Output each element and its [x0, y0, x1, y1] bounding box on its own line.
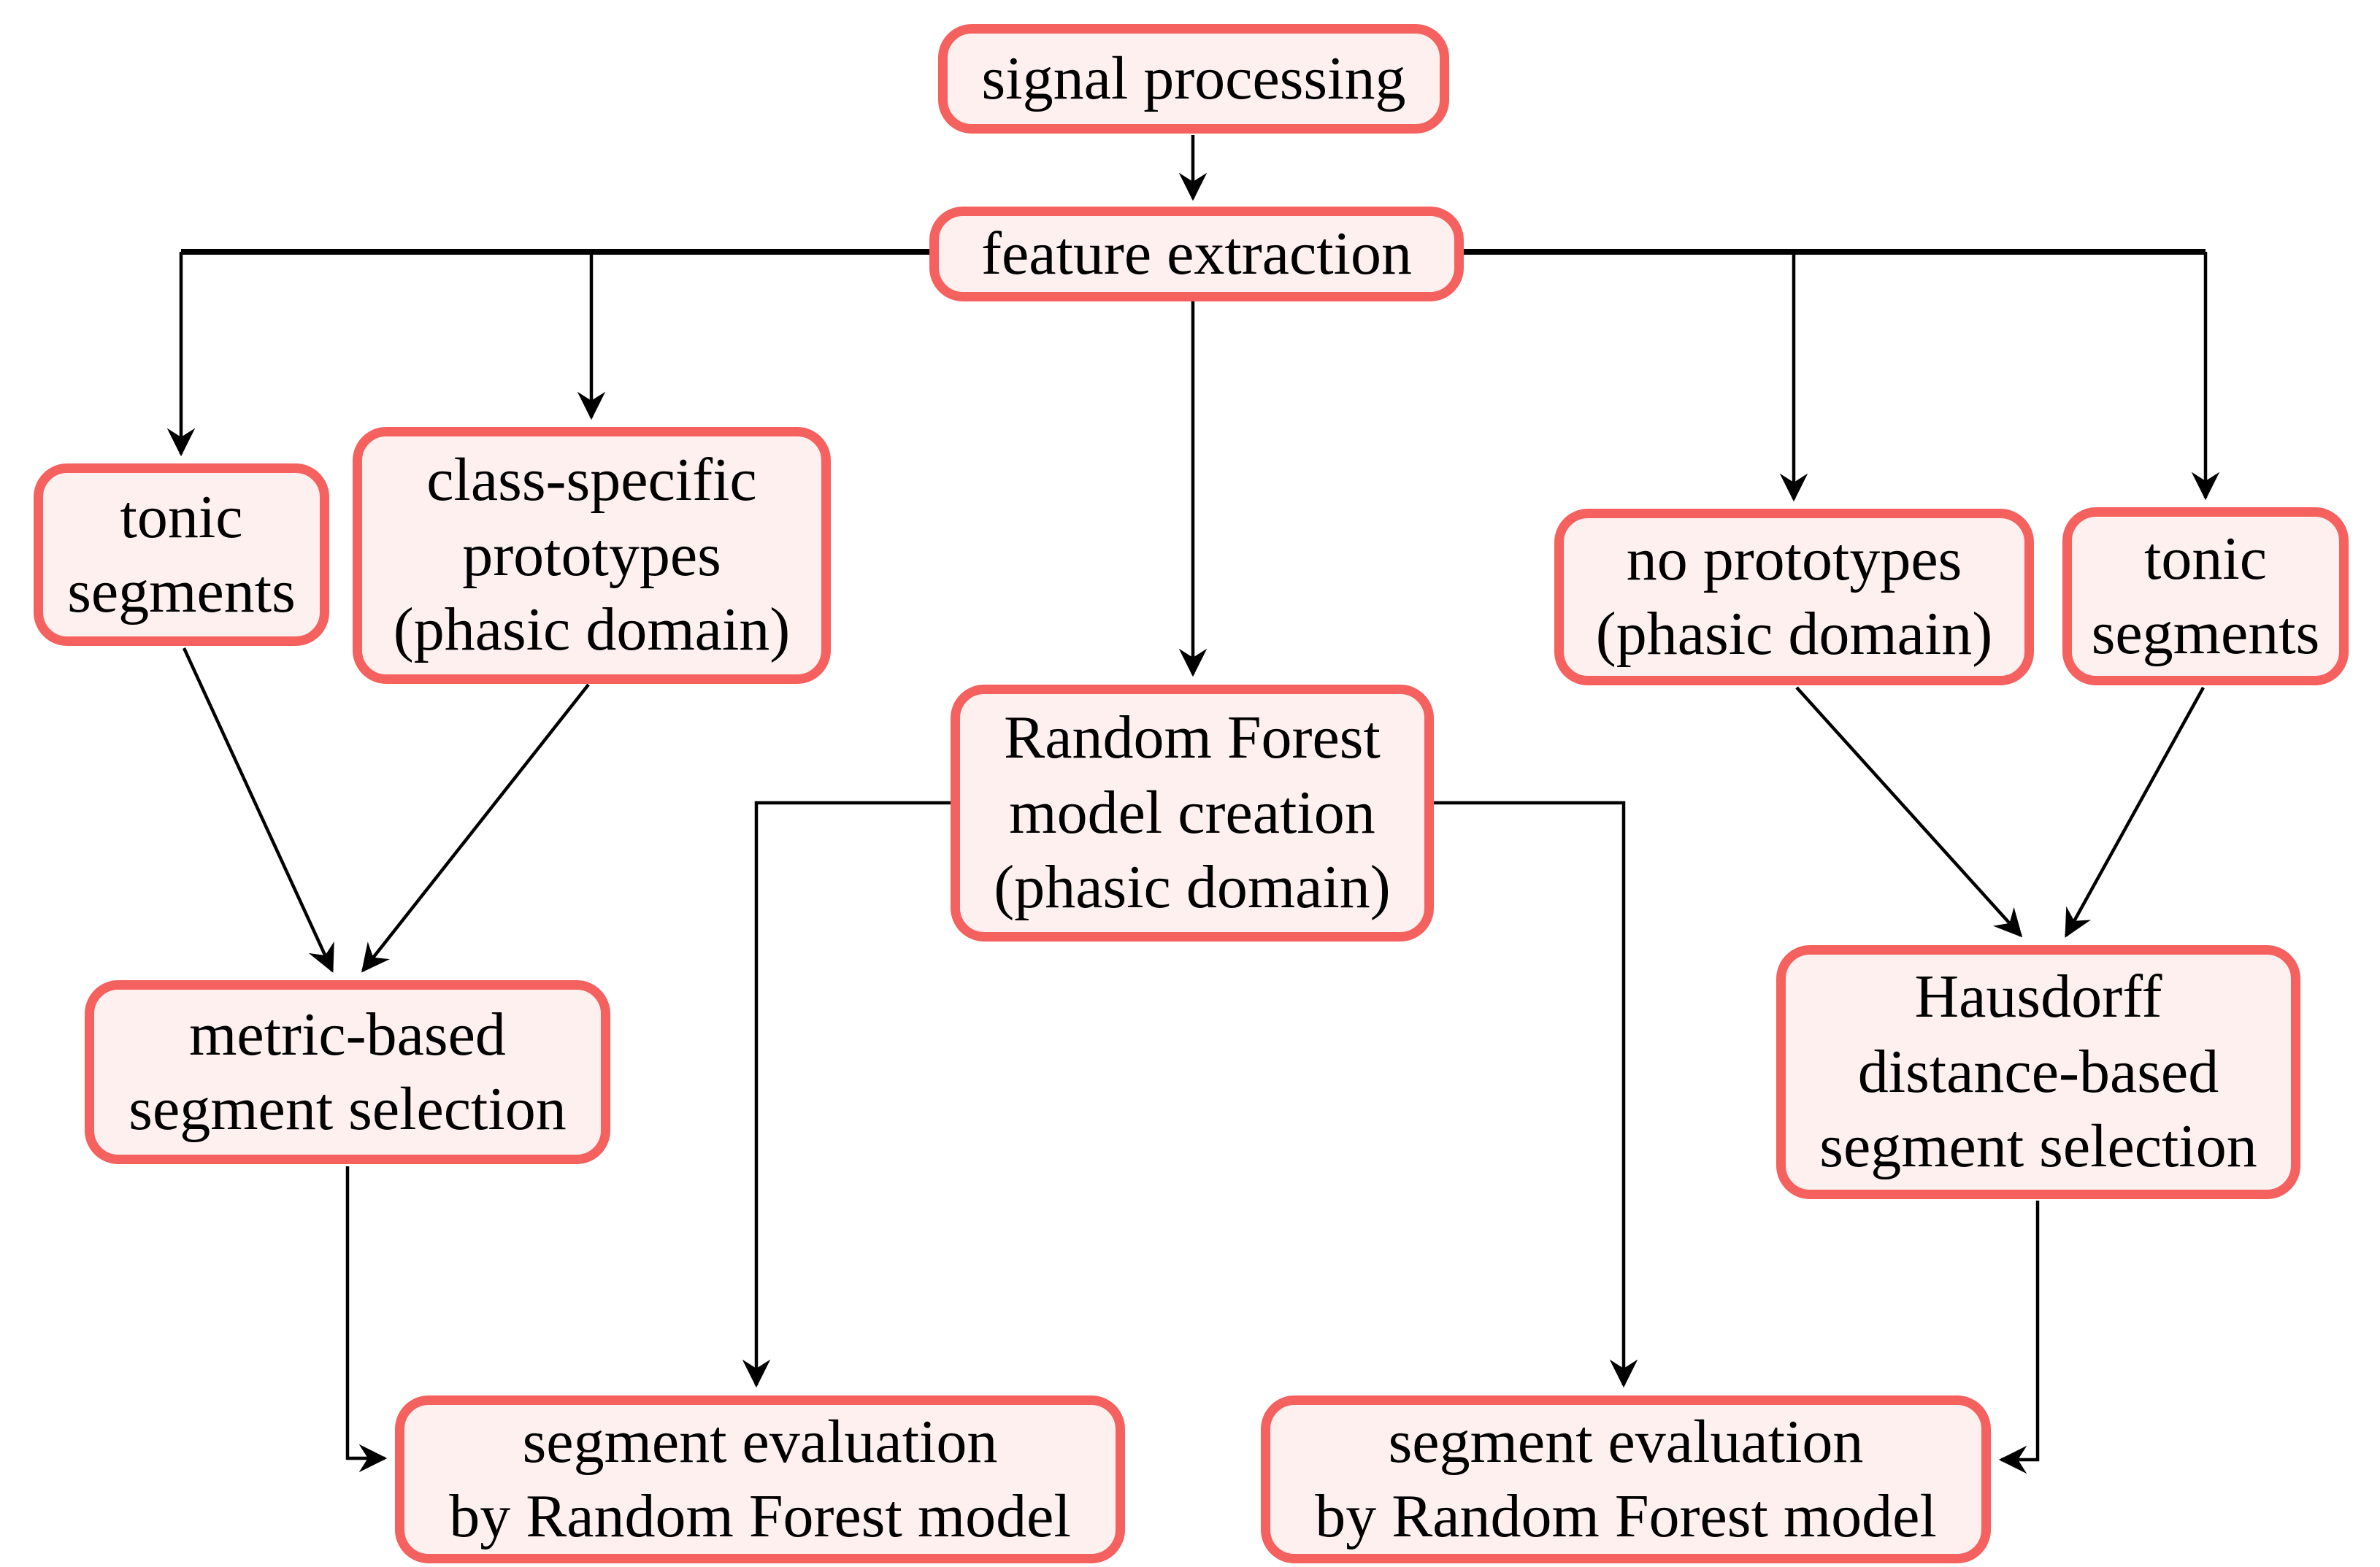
arrow-tonic-left-to-metric	[182, 647, 334, 973]
elbow-rf-to-segment-eval-left	[742, 801, 951, 1388]
node-random-forest-model-creation: Random Forest model creation (phasic dom…	[951, 685, 1434, 942]
elbow-metric-to-segment-eval-left	[345, 1166, 388, 1473]
arrow-class-specific-to-metric	[361, 683, 590, 973]
elbow-rf-to-segment-eval-right	[1434, 801, 1638, 1388]
node-segment-evaluation-left-label: segment evaluation by Random Forest mode…	[449, 1407, 1071, 1550]
node-tonic-segments-right-label: tonic segments	[2091, 524, 2320, 667]
elbow-hausdorff-to-segment-eval-right	[1998, 1201, 2040, 1474]
node-metric-based-segment-selection: metric-based segment selection	[85, 980, 610, 1164]
node-tonic-segments-left: tonic segments	[34, 463, 329, 646]
arrow-tonic-right-to-hausdorff	[2065, 686, 2205, 938]
node-segment-evaluation-right: segment evaluation by Random Forest mode…	[1261, 1395, 1991, 1563]
node-hausdorff-segment-selection-label: Hausdorff distance-based segment selecti…	[1819, 963, 2257, 1181]
node-signal-processing: signal processing	[938, 24, 1449, 134]
node-no-prototypes-label: no prototypes (phasic domain)	[1595, 525, 1993, 668]
node-random-forest-model-creation-label: Random Forest model creation (phasic dom…	[994, 704, 1391, 922]
node-hausdorff-segment-selection: Hausdorff distance-based segment selecti…	[1776, 945, 2300, 1199]
node-tonic-segments-left-label: tonic segments	[67, 482, 296, 625]
arrow-no-prototypes-to-hausdorff	[1795, 686, 2023, 938]
node-segment-evaluation-left: segment evaluation by Random Forest mode…	[395, 1395, 1125, 1563]
node-class-specific-prototypes-label: class-specific prototypes (phasic domain…	[393, 446, 791, 664]
node-segment-evaluation-right-label: segment evaluation by Random Forest mode…	[1315, 1407, 1937, 1550]
node-tonic-segments-right: tonic segments	[2062, 507, 2349, 685]
node-signal-processing-label: signal processing	[981, 44, 1406, 112]
node-feature-extraction-label: feature extraction	[981, 219, 1412, 288]
node-metric-based-segment-selection-label: metric-based segment selection	[128, 1000, 567, 1143]
node-class-specific-prototypes: class-specific prototypes (phasic domain…	[353, 427, 831, 684]
node-no-prototypes: no prototypes (phasic domain)	[1554, 509, 2034, 685]
node-feature-extraction: feature extraction	[929, 207, 1464, 301]
